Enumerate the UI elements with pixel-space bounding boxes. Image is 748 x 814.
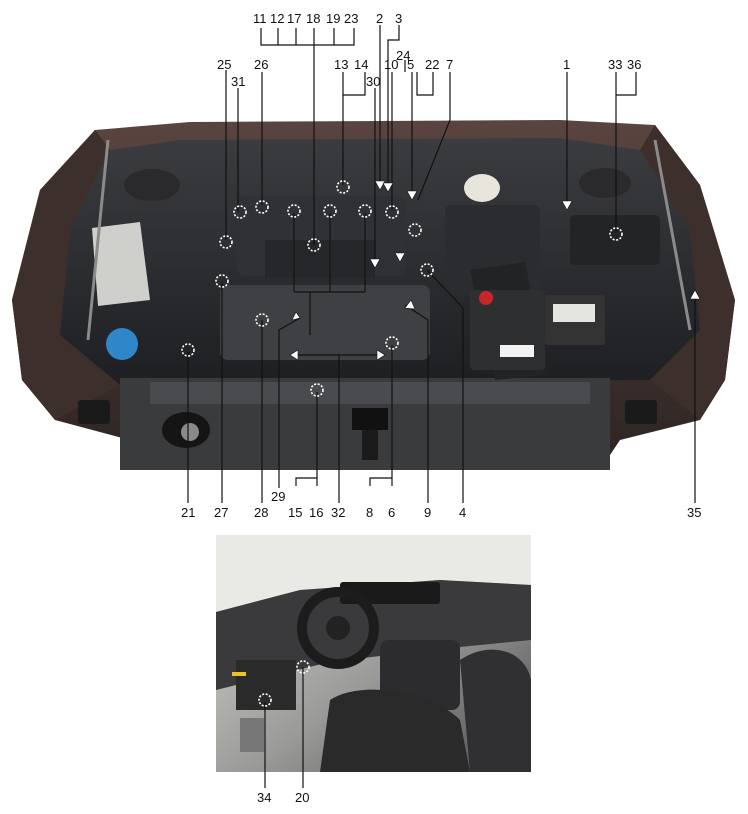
- callout-32: 32: [331, 505, 345, 520]
- coolant-reservoir: [92, 222, 150, 306]
- callout-28: 28: [254, 505, 268, 520]
- callout-1: 1: [563, 57, 570, 72]
- callout-22: 22: [425, 57, 439, 72]
- callout-23: 23: [344, 11, 358, 26]
- callout-21: 21: [181, 505, 195, 520]
- callout-30: 30: [366, 74, 380, 89]
- brake-fluid-reservoir: [464, 174, 500, 202]
- callout-5: 5: [407, 57, 414, 72]
- driver-seat: [320, 689, 470, 772]
- callout-18: 18: [306, 11, 320, 26]
- callout-27: 27: [214, 505, 228, 520]
- callout-2: 2: [376, 11, 383, 26]
- callout-11: 11: [253, 11, 267, 26]
- callout-26: 26: [254, 57, 268, 72]
- pedals: [240, 718, 264, 752]
- callout-31: 31: [231, 74, 245, 89]
- callout-29: 29: [271, 489, 285, 504]
- callout-labels: 11 12 17 18 19 23 2 3 24 25 26 31 13 14 …: [181, 11, 701, 805]
- engine-block: [220, 285, 430, 360]
- callout-6: 6: [388, 505, 395, 520]
- callout-16: 16: [309, 505, 323, 520]
- intake-manifold: [265, 240, 375, 278]
- right-fender: [640, 125, 735, 420]
- callout-9: 9: [424, 505, 431, 520]
- leader-lines: [187, 25, 696, 788]
- interior-photo: [216, 535, 531, 772]
- callout-24: 24: [396, 48, 410, 63]
- callout-7: 7: [446, 57, 453, 72]
- callout-3: 3: [395, 11, 402, 26]
- left-strut-tower: [124, 169, 180, 201]
- radiator-cover: [150, 382, 590, 404]
- callout-4: 4: [459, 505, 466, 520]
- left-fender: [12, 130, 120, 420]
- callout-14: 14: [354, 57, 368, 72]
- steering-wheel: [297, 587, 379, 669]
- callout-13: 13: [334, 57, 348, 72]
- callout-10: 10: [384, 57, 398, 72]
- battery-terminal: [479, 291, 493, 305]
- callout-25: 25: [217, 57, 231, 72]
- coolant-cap: [106, 328, 138, 360]
- hood-strut-left: [86, 139, 110, 341]
- windshield: [216, 535, 531, 612]
- callout-17: 17: [287, 11, 301, 26]
- passenger-seat: [460, 649, 531, 772]
- callout-33: 33: [608, 57, 622, 72]
- callout-19: 19: [326, 11, 340, 26]
- callout-36: 36: [627, 57, 641, 72]
- callout-35: 35: [687, 505, 701, 520]
- engine-bay-photo: [12, 120, 735, 470]
- callout-12: 12: [270, 11, 284, 26]
- location-markers: [181, 180, 701, 707]
- callout-8: 8: [366, 505, 373, 520]
- fuse-box: [570, 215, 660, 265]
- right-strut-tower: [579, 168, 631, 198]
- hood-latch: [352, 408, 388, 430]
- front-vent-right: [625, 400, 657, 424]
- callout-15: 15: [288, 505, 302, 520]
- hood-strut-right: [653, 139, 692, 331]
- front-vent-left: [78, 400, 110, 424]
- lower-dash-panel: [236, 660, 296, 710]
- callout-20: 20: [295, 790, 309, 805]
- callout-34: 34: [257, 790, 271, 805]
